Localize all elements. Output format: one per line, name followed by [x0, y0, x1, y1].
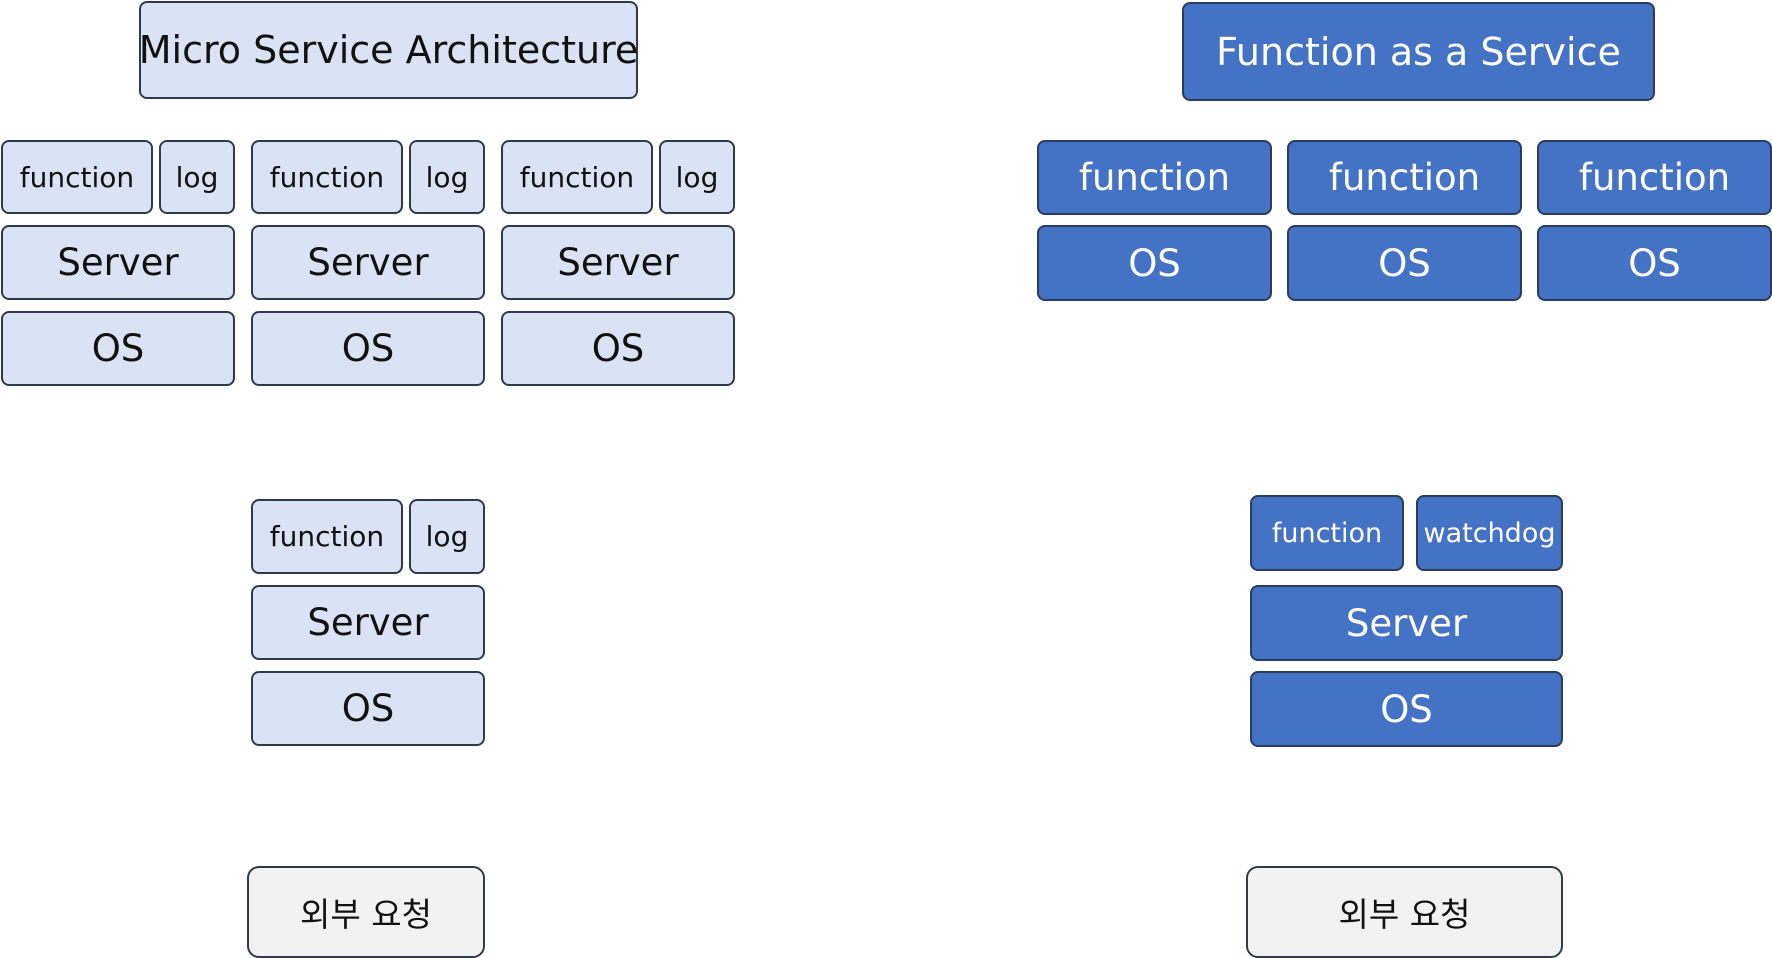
faas-stack-3-os: OS — [1537, 225, 1772, 301]
msa-single-server: Server — [251, 585, 485, 660]
msa-stack-2-os: OS — [251, 311, 485, 386]
faas-stack-3-function: function — [1537, 140, 1772, 215]
msa-stack-2-server: Server — [251, 225, 485, 300]
faas-single-function: function — [1250, 495, 1404, 571]
faas-stack-2-os: OS — [1287, 225, 1522, 301]
msa-stack-2-log: log — [409, 140, 485, 214]
msa-stack-2-function: function — [251, 140, 403, 214]
msa-stack-1-log: log — [159, 140, 235, 214]
msa-title: Micro Service Architecture — [139, 1, 638, 99]
faas-single-os: OS — [1250, 671, 1563, 747]
msa-external-request: 외부 요청 — [247, 866, 485, 958]
msa-stack-1-server: Server — [1, 225, 235, 300]
msa-single-log: log — [409, 499, 485, 574]
msa-stack-1-function: function — [1, 140, 153, 214]
faas-external-request: 외부 요청 — [1246, 866, 1563, 958]
faas-stack-2-function: function — [1287, 140, 1522, 215]
msa-stack-3-os: OS — [501, 311, 735, 386]
msa-stack-3-server: Server — [501, 225, 735, 300]
msa-stack-1-os: OS — [1, 311, 235, 386]
faas-single-server: Server — [1250, 585, 1563, 661]
msa-single-function: function — [251, 499, 403, 574]
faas-title: Function as a Service — [1182, 2, 1655, 101]
faas-stack-1-function: function — [1037, 140, 1272, 215]
msa-stack-3-function: function — [501, 140, 653, 214]
faas-stack-1-os: OS — [1037, 225, 1272, 301]
faas-single-watchdog: watchdog — [1416, 495, 1563, 571]
msa-single-os: OS — [251, 671, 485, 746]
msa-stack-3-log: log — [659, 140, 735, 214]
